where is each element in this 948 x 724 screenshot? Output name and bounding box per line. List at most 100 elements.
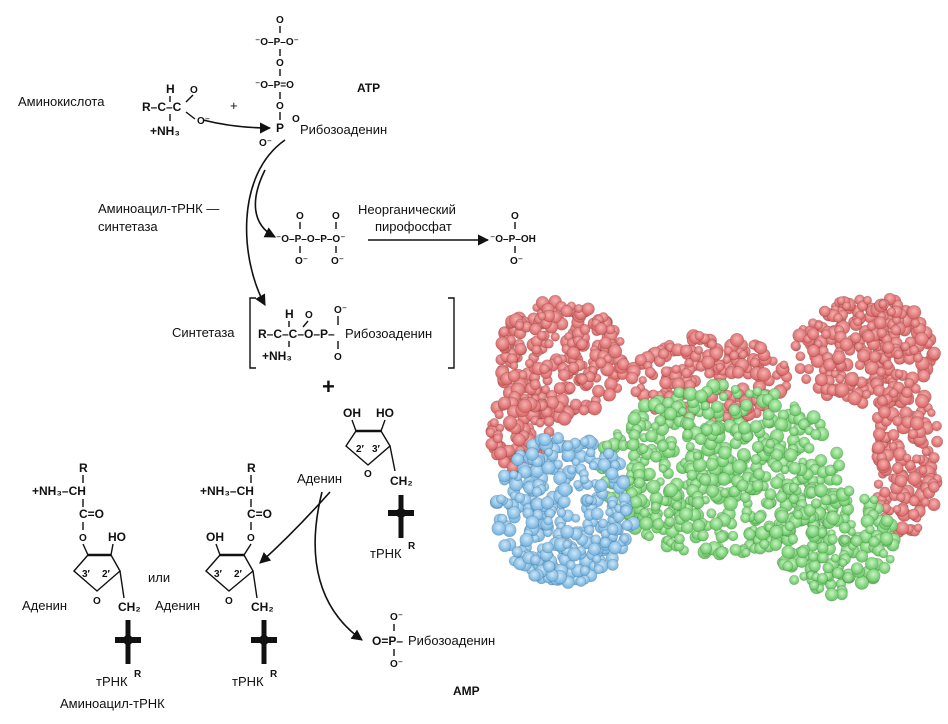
amp-structure: O⁻ O=P– Рибозоаденин O⁻ AMP <box>372 612 495 698</box>
p1-2-prime: 2′ <box>102 569 111 580</box>
trna-ho: HO <box>376 406 394 420</box>
synthetase-intermediate: Синтетаза H O O⁻ R–C–C–O–P– Рибозоаденин… <box>172 297 455 369</box>
trna-cross-icon <box>388 495 414 538</box>
p1-trna-cross-icon <box>115 620 141 664</box>
p2-nh3ch: +NH₃–CH <box>200 484 254 498</box>
enzyme-label-line1: Аминоацил-тРНК — <box>98 201 219 216</box>
int-acyl: R–C–C–O–P– <box>258 327 335 341</box>
pi-o-bottom: O⁻ <box>510 256 523 267</box>
int-ribose-adenine: Рибозоаденин <box>345 326 432 341</box>
p2-2-prime: 2′ <box>234 569 243 580</box>
atp-p-alpha: P <box>276 121 284 135</box>
phosphate-structure: O ⁻O–P–OH O⁻ <box>490 211 536 267</box>
aa-nh3: +NH₃ <box>150 124 180 138</box>
int-p-o-top: O⁻ <box>334 305 347 316</box>
protein-red-left <box>495 294 630 426</box>
aa-h: H <box>166 82 175 96</box>
p2-r: R <box>247 461 256 475</box>
pp-o-bottom-2: O⁻ <box>331 256 344 267</box>
amino-acid-structure: Аминокислота H R–C–C O O⁻ +NH₃ + <box>18 82 272 138</box>
atp-p-alpha-o: O <box>292 114 300 125</box>
p2-3-prime: 3′ <box>214 569 223 580</box>
pp-o-top-2: O <box>332 211 340 222</box>
p1-ester-o: O <box>79 533 87 544</box>
reaction-plus: + <box>230 98 238 113</box>
amp-p: O=P– <box>372 634 403 648</box>
trna-ring-o: O <box>364 469 372 480</box>
atp-ribose-adenine: Рибозоаденин <box>300 122 387 137</box>
pyrophosphate-structure: O O ⁻O–P–O–P–O⁻ O⁻ O⁻ <box>276 211 345 267</box>
protein-blue <box>489 431 641 589</box>
p1-r: R <box>79 461 88 475</box>
protein-red-left-lower <box>485 382 555 480</box>
atp-label: ATP <box>357 81 380 95</box>
aminoacyl-trna-2prime: R +NH₃–CH C=O O OH 3′ 2′ O Аденин CH₂ тР… <box>155 461 278 689</box>
big-plus: + <box>322 374 335 399</box>
amp-ribose-adenine: Рибозоаденин <box>408 633 495 648</box>
p2-oh: OH <box>206 530 224 544</box>
amp-o-bottom: O⁻ <box>390 659 403 670</box>
p2-trna-sup: R <box>270 669 278 680</box>
atp-o-top: O <box>276 15 284 26</box>
bracket-right <box>448 297 455 369</box>
pi-chain: ⁻O–P–OH <box>490 234 536 245</box>
inorganic-label-line2: пирофосфат <box>375 219 452 234</box>
inorganic-label-line1: Неорганический <box>358 202 456 217</box>
trna-3-prime: 3′ <box>372 444 381 455</box>
trna-structure: OH HO 2′ 3′ O Аденин CH₂ тРНК R <box>297 406 416 561</box>
pp-chain: ⁻O–P–O–P–O⁻ <box>276 234 345 245</box>
p1-nh3ch: +NH₃–CH <box>32 484 86 498</box>
p2-ch2: CH₂ <box>251 600 274 614</box>
aminoacyl-trna-label: Аминоацил-тРНК <box>60 696 165 711</box>
protein-red-right <box>790 292 942 410</box>
int-p-o-bottom: O <box>334 352 342 363</box>
amp-o-top: O⁻ <box>390 612 403 623</box>
p2-trna: тРНК <box>232 674 264 689</box>
int-o-double: O <box>305 310 313 321</box>
synthetase-label: Синтетаза <box>172 325 235 340</box>
trna-label-sup: R <box>408 541 416 552</box>
arrow-to-intermediate <box>245 139 286 306</box>
p2-ring-o: O <box>225 596 233 607</box>
trna-2-prime: 2′ <box>356 444 365 455</box>
or-label: или <box>148 570 170 585</box>
bracket-left <box>249 297 256 369</box>
p1-trna: тРНК <box>96 674 128 689</box>
trna-oh: OH <box>343 406 361 420</box>
aa-rcc: R–C–C <box>142 100 182 114</box>
atp-o-bridge-1: O <box>276 58 284 69</box>
protein-green-lower <box>769 483 901 602</box>
enzyme-label-line2: синтетаза <box>98 219 158 234</box>
p2-ester-o: O <box>247 533 255 544</box>
p1-3-prime: 3′ <box>82 569 91 580</box>
protein-green <box>596 378 846 561</box>
trna-ch2: CH₂ <box>390 474 413 488</box>
p2-adenine: Аденин <box>155 598 200 613</box>
arrow-to-pyrophosphate <box>254 169 276 238</box>
int-h: H <box>285 307 294 321</box>
trna-label: тРНК <box>370 546 402 561</box>
p1-ho: HO <box>108 530 126 544</box>
aminoacyl-trna-3prime: R +NH₃–CH C=O O HO 3′ 2′ O Аденин CH₂ тР… <box>22 461 142 689</box>
pi-o-top: O <box>511 211 519 222</box>
atp-p-alpha-ominus: O⁻ <box>259 138 272 149</box>
aa-o-minus: O⁻ <box>197 116 210 127</box>
p1-ch2: CH₂ <box>118 600 141 614</box>
atp-o-bridge-2: O <box>276 101 284 112</box>
int-nh3: +NH₃ <box>262 349 292 363</box>
p1-trna-sup: R <box>134 669 142 680</box>
aa-o-double: O <box>190 85 198 96</box>
p1-adenine: Аденин <box>22 598 67 613</box>
pp-o-top-1: O <box>296 211 304 222</box>
arrow-to-amp <box>314 491 363 641</box>
trna-adenine: Аденин <box>297 471 342 486</box>
arrow-to-product <box>259 491 331 564</box>
atp-p-beta: ⁻O–P=O <box>255 80 294 91</box>
protein-red-right-lower <box>871 377 944 542</box>
p1-ring-o: O <box>93 596 101 607</box>
amp-label: AMP <box>453 684 480 698</box>
aminoacid-label: Аминокислота <box>18 94 105 109</box>
pp-o-bottom-1: O⁻ <box>295 256 308 267</box>
